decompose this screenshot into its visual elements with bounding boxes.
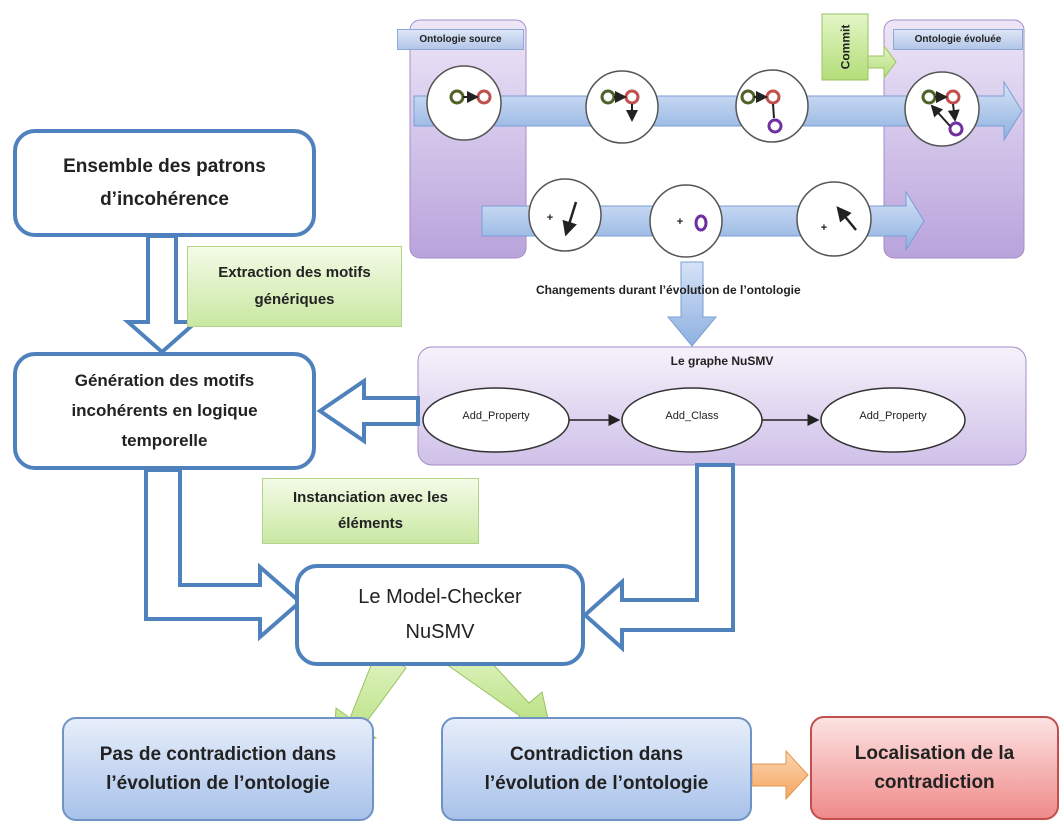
top-evolution-arrow [413,80,1023,142]
top-circle-2 [585,70,659,144]
ensemble-box: Ensemble des patrons d’incohérence [13,129,316,237]
bottom-circle-3 [796,181,872,257]
bottom-circle-2 [649,184,723,258]
top-circle-3 [735,69,809,143]
graphe-title: Le graphe NuSMV [670,354,774,368]
ontologie-evoluee-header: Ontologie évoluée [893,29,1023,50]
graph-to-generation-arrow [316,377,420,445]
instanciation-label: Instanciation avec les éléments [262,478,479,544]
graph-node-2: Add_Class [665,410,719,422]
pas-contradiction-box: Pas de contradiction dans l’évolution de… [62,717,374,821]
top-circle-1 [426,65,502,141]
plus-sign-2: + [676,216,684,228]
commit-label: Commit [837,24,852,70]
commit-arrow [867,44,897,80]
graph-node-1: Add_Property [462,410,530,422]
extraction-label: Extraction des motifs génériques [187,246,402,327]
commit-box [821,13,869,81]
changes-down-arrow [666,261,718,347]
generation-box: Génération des motifs incohérents en log… [13,352,316,470]
generation-to-checker-arrow [144,468,304,642]
graph-node-3: Add_Property [859,410,927,422]
contradiction-to-localisation-arrow [751,749,809,801]
bottom-circle-1 [528,178,602,252]
contradiction-box: Contradiction dans l’évolution de l’onto… [441,717,752,821]
localisation-box: Localisation de la contradiction [810,716,1059,820]
plus-sign-1: + [546,212,554,224]
graph-to-checker-arrow [581,463,735,653]
top-circle-4 [904,71,980,147]
commit-label-wrap: Commit [822,14,868,80]
plus-sign-3: + [820,222,828,234]
model-checker-box: Le Model-Checker NuSMV [295,564,585,666]
changements-caption: Changements durant l’évolution de l’onto… [536,283,801,297]
ontologie-source-header: Ontologie source [397,29,524,50]
ensemble-to-generation-arrow [122,234,202,355]
graph-node-3-shape [820,387,966,453]
